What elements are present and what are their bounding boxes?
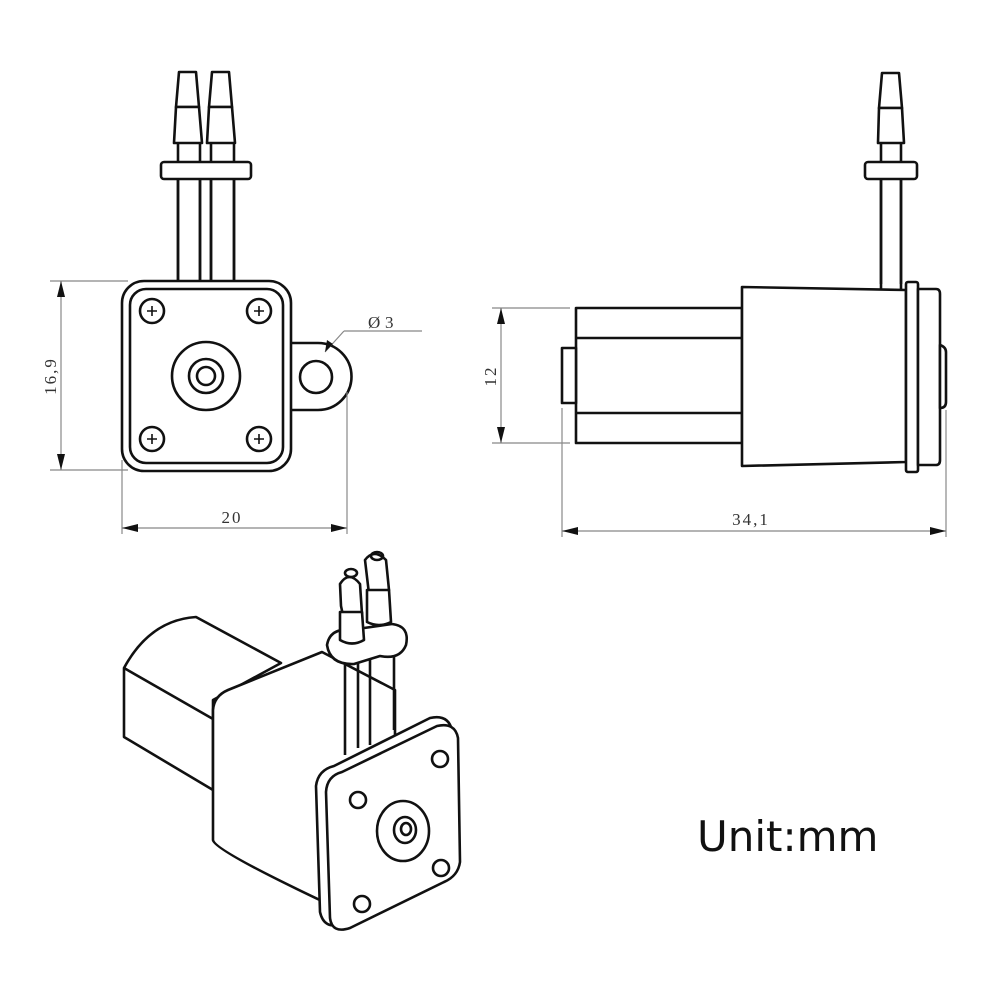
side-view: 12 34,1 xyxy=(481,71,948,537)
dimension-side-length: 34,1 xyxy=(561,408,947,537)
pump-housing xyxy=(740,285,908,468)
motor-end-cap xyxy=(560,346,578,405)
iso-screw-icon-1 xyxy=(348,790,368,810)
iso-screw-icon-2 xyxy=(430,749,450,769)
iso-screw-icon-4 xyxy=(352,894,372,914)
dimension-front-width: 20 xyxy=(121,392,348,534)
shaft-boss xyxy=(170,340,242,412)
screw-icon-top-right xyxy=(245,297,273,325)
dimension-front-height: 16,9 xyxy=(41,280,128,471)
dimension-label-height: 16,9 xyxy=(41,357,60,395)
unit-label: Unit:mm xyxy=(697,812,879,861)
pump-flange xyxy=(904,280,920,474)
motor-body xyxy=(574,306,744,445)
dimension-label-diameter: 3 xyxy=(385,313,396,332)
screw-icon-bottom-left xyxy=(138,425,166,453)
diameter-symbol: Ø xyxy=(368,313,382,332)
dimension-label-side-height: 12 xyxy=(481,366,500,387)
isometric-view xyxy=(122,550,462,931)
dimension-label-width: 20 xyxy=(222,508,243,527)
screw-icon-bottom-right xyxy=(245,425,273,453)
pump-head-inner xyxy=(128,287,285,465)
iso-shaft-boss xyxy=(375,799,431,863)
tube-barbs xyxy=(159,70,253,282)
front-view: 16,9 20 Ø 3 xyxy=(41,70,422,534)
dimension-side-height: 12 xyxy=(481,307,570,444)
mount-hole xyxy=(298,359,334,395)
dimension-label-side-length: 34,1 xyxy=(732,510,770,529)
dimension-hole-diameter: Ø 3 xyxy=(324,313,422,353)
pump-head-outer xyxy=(120,279,293,473)
iso-screw-icon-3 xyxy=(431,858,451,878)
screw-icon-top-left xyxy=(138,297,166,325)
